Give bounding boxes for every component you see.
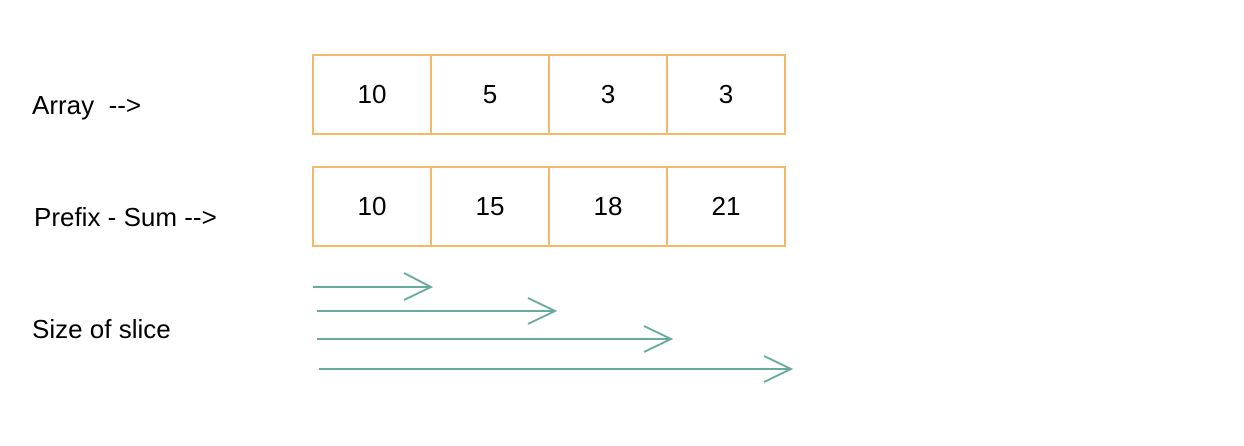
prefix-sum-label: Prefix - Sum --> <box>34 202 217 232</box>
array-label: Array --> <box>32 90 142 120</box>
slice-arrow-4 <box>319 355 794 383</box>
slice-size-label: Size of slice <box>32 314 171 344</box>
prefix-sum-row: 10 15 18 21 <box>312 166 794 247</box>
slice-arrow-3 <box>317 325 674 353</box>
slice-arrow-1 <box>313 272 434 301</box>
array-cell: 3 <box>666 54 786 135</box>
slice-arrow-2 <box>317 297 558 325</box>
array-row: 10 5 3 3 <box>312 54 794 135</box>
prefix-sum-cell: 21 <box>666 166 786 247</box>
